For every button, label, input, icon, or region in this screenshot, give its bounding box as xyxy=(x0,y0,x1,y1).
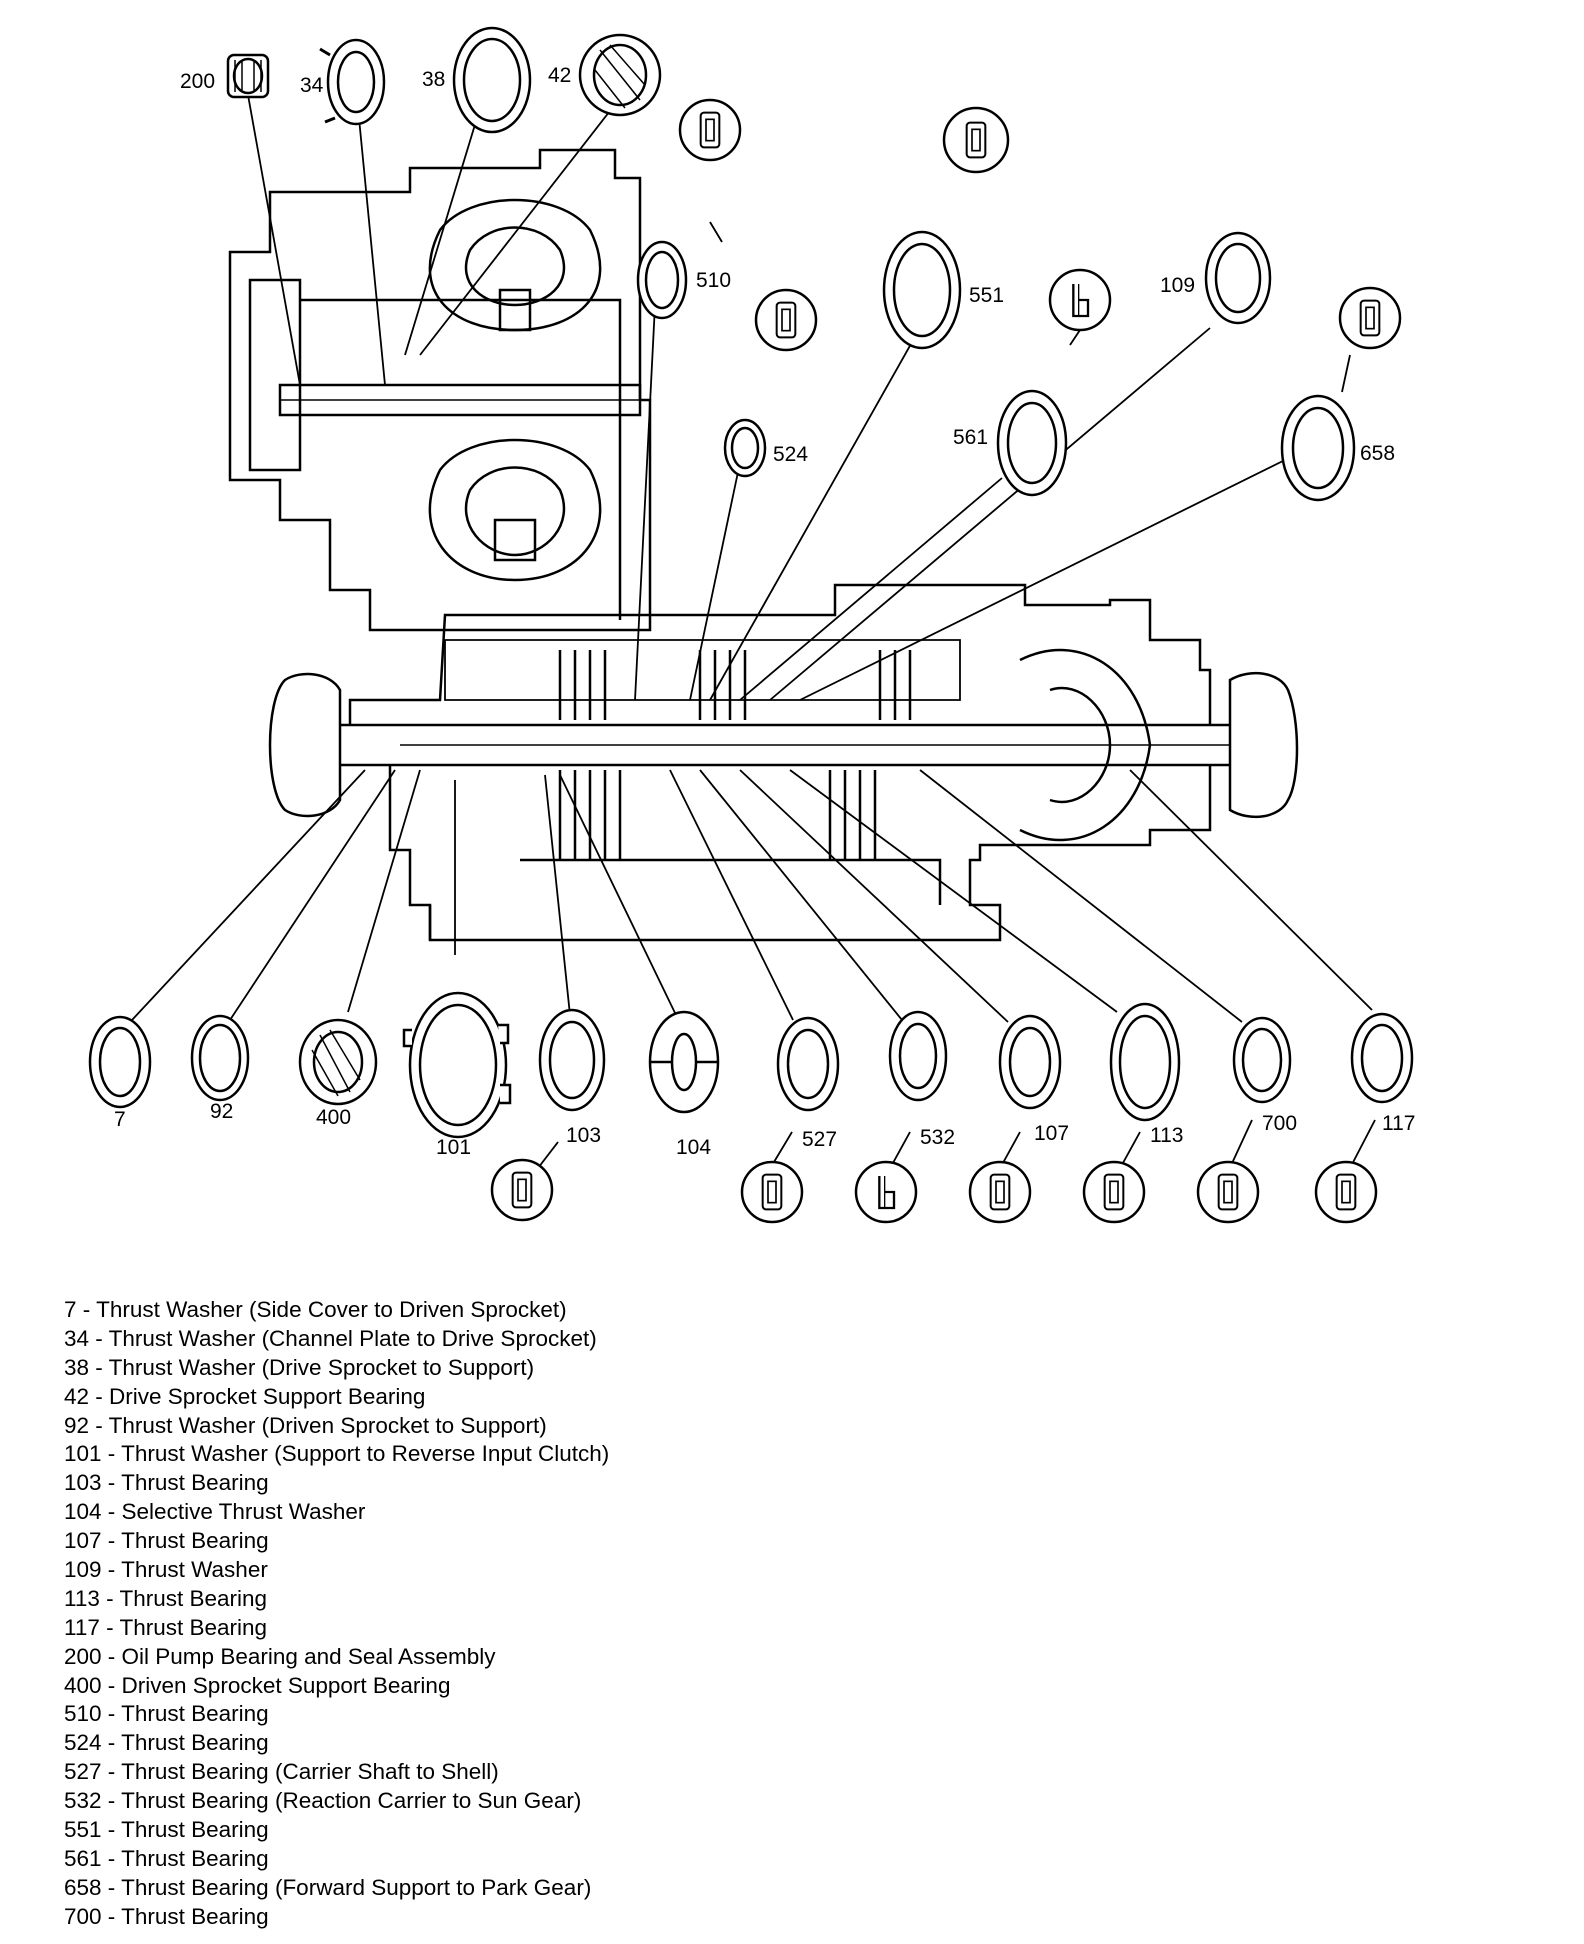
legend-item: 532 - Thrust Bearing (Reaction Carrier t… xyxy=(64,1788,582,1814)
callout-700: 700 xyxy=(1262,1112,1297,1135)
part-400 xyxy=(298,1018,378,1106)
legend-item: 92 - Thrust Washer (Driven Sprocket to S… xyxy=(64,1412,547,1438)
callout-103: 103 xyxy=(566,1124,601,1147)
part-103 xyxy=(538,1008,606,1112)
part-109 xyxy=(1204,231,1272,325)
part-524 xyxy=(723,418,767,478)
part-34 xyxy=(319,38,386,126)
transaxle-exploded-diagram: 200 34 38 42 510 524 551 561 109 658 7 9… xyxy=(88,26,1415,1224)
legend-item: 658 - Thrust Bearing (Forward Support to… xyxy=(64,1874,592,1900)
cross-section-icon-658 xyxy=(1338,286,1402,350)
part-117 xyxy=(1350,1012,1414,1104)
callout-38: 38 xyxy=(422,68,445,91)
legend-item: 107 - Thrust Bearing xyxy=(64,1528,269,1554)
part-92 xyxy=(190,1014,250,1102)
legend-item: 42 - Drive Sprocket Support Bearing xyxy=(64,1383,426,1409)
cross-section-icon-107 xyxy=(968,1160,1032,1224)
part-104 xyxy=(648,1010,720,1114)
callout-42: 42 xyxy=(548,64,571,87)
part-510 xyxy=(636,240,688,320)
callout-101: 101 xyxy=(436,1136,471,1159)
legend-item: 104 - Selective Thrust Washer xyxy=(64,1499,366,1525)
part-551 xyxy=(882,230,962,350)
legend-item: 103 - Thrust Bearing xyxy=(64,1470,269,1496)
part-532 xyxy=(888,1010,948,1102)
legend-item: 38 - Thrust Washer (Drive Sprocket to Su… xyxy=(64,1354,535,1380)
part-658 xyxy=(1280,394,1356,502)
legend-item: 527 - Thrust Bearing (Carrier Shaft to S… xyxy=(64,1759,499,1785)
transaxle-housing xyxy=(228,148,1299,942)
callout-561: 561 xyxy=(953,426,988,449)
callout-200: 200 xyxy=(180,70,215,93)
legend-item: 551 - Thrust Bearing xyxy=(64,1817,269,1843)
cross-section-icon-551 xyxy=(942,106,1010,174)
callout-510: 510 xyxy=(696,269,731,292)
legend-item: 400 - Driven Sprocket Support Bearing xyxy=(64,1672,451,1698)
legend-item: 101 - Thrust Washer (Support to Reverse … xyxy=(64,1441,610,1467)
cross-section-icon-700 xyxy=(1196,1160,1260,1224)
part-38 xyxy=(452,26,532,134)
callout-labels: 200 34 38 42 510 524 551 561 109 658 7 9… xyxy=(114,64,1415,1159)
cross-section-icon-510 xyxy=(678,98,742,162)
legend-item: 200 - Oil Pump Bearing and Seal Assembly xyxy=(64,1643,496,1669)
legend-item: 700 - Thrust Bearing xyxy=(64,1903,269,1929)
callout-527: 527 xyxy=(802,1128,837,1151)
part-113 xyxy=(1109,1002,1181,1122)
leader-lines xyxy=(131,94,1376,1173)
callout-658: 658 xyxy=(1360,442,1395,465)
callout-400: 400 xyxy=(316,1106,351,1129)
cross-section-icon-524 xyxy=(754,288,818,352)
part-42 xyxy=(578,33,662,117)
callout-109: 109 xyxy=(1160,274,1195,297)
legend-item: 34 - Thrust Washer (Channel Plate to Dri… xyxy=(64,1325,597,1351)
callout-107: 107 xyxy=(1034,1122,1069,1145)
legend-item: 561 - Thrust Bearing xyxy=(64,1845,269,1871)
parts-legend: 7 - Thrust Washer (Side Cover to Driven … xyxy=(64,1296,964,1932)
legend-item: 109 - Thrust Washer xyxy=(64,1557,268,1583)
part-561 xyxy=(996,389,1068,497)
callout-7: 7 xyxy=(114,1108,126,1131)
cross-section-icon-561 xyxy=(1048,268,1112,332)
cross-section-icon-113 xyxy=(1082,1160,1146,1224)
cross-section-icon-103 xyxy=(490,1158,554,1222)
cross-section-icon-117 xyxy=(1314,1160,1378,1224)
callout-551: 551 xyxy=(969,284,1004,307)
callout-113: 113 xyxy=(1150,1124,1183,1147)
callout-104: 104 xyxy=(676,1136,711,1159)
callout-117: 117 xyxy=(1382,1112,1415,1135)
part-200 xyxy=(226,53,270,99)
callout-34: 34 xyxy=(300,74,324,97)
cross-section-icon-527 xyxy=(740,1160,804,1224)
legend-item: 510 - Thrust Bearing xyxy=(64,1701,269,1727)
callout-92: 92 xyxy=(210,1100,233,1123)
part-527 xyxy=(776,1016,840,1112)
callout-532: 532 xyxy=(920,1126,955,1149)
part-101 xyxy=(402,991,512,1139)
legend-item: 7 - Thrust Washer (Side Cover to Driven … xyxy=(64,1297,567,1322)
part-700 xyxy=(1232,1016,1292,1104)
part-107 xyxy=(998,1014,1062,1110)
legend-item: 113 - Thrust Bearing xyxy=(64,1585,268,1611)
legend-item: 117 - Thrust Bearing xyxy=(64,1614,268,1640)
cross-section-icons xyxy=(490,98,1402,1224)
part-7 xyxy=(88,1015,152,1109)
cross-section-icon-532 xyxy=(854,1160,918,1224)
legend-item: 524 - Thrust Bearing xyxy=(64,1730,269,1756)
callout-524: 524 xyxy=(773,443,808,466)
